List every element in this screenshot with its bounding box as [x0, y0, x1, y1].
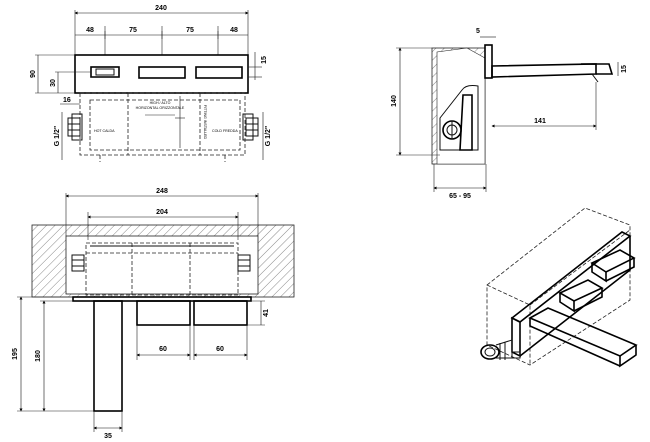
- dim-140: 140: [391, 95, 398, 107]
- dim-240: 240: [155, 5, 167, 12]
- note-high-alto: HIGH / ALTO: [150, 101, 171, 105]
- dim-15: 15: [261, 56, 268, 64]
- dim-48-left: 48: [86, 27, 94, 34]
- spout-front: [93, 300, 123, 412]
- note-hot: HOT CALDA: [94, 129, 115, 133]
- dim-35: 35: [104, 433, 112, 440]
- dim-204: 204: [156, 209, 168, 216]
- dim-60-left: 60: [159, 346, 167, 353]
- inlet-left: [67, 113, 83, 141]
- dim-48-right: 48: [230, 27, 238, 34]
- dim-141: 141: [534, 118, 546, 125]
- note-horizontal: HORIZONTAL ORIZZONTALE: [136, 106, 185, 110]
- wall-view: [17, 193, 295, 432]
- spout-side: [491, 63, 597, 78]
- note-side: FITTING INSTALLED: [203, 105, 207, 140]
- note-cold: COLD FREDDA: [212, 129, 238, 133]
- dim-65-95: 65 - 95: [449, 193, 471, 200]
- dim-180: 180: [35, 350, 42, 362]
- handle-front-left: [136, 300, 191, 326]
- dim-16: 16: [63, 97, 71, 104]
- front-view: [35, 10, 264, 162]
- handle-slot-right: [195, 66, 243, 79]
- thread-right: G 1/2": [265, 126, 272, 146]
- dim-75-right: 75: [186, 27, 194, 34]
- dim-5: 5: [476, 28, 480, 35]
- inlet-right: [242, 113, 259, 141]
- iso-handle-left: [558, 279, 604, 302]
- installation-notes: HOT CALDA COLD FREDDA HIGH / ALTO HORIZO…: [94, 101, 238, 140]
- iso-inlet: [480, 339, 513, 360]
- thread-left: G 1/2": [54, 126, 61, 146]
- wall-inlet-right: [237, 254, 251, 272]
- handle-slot-left: [138, 66, 186, 79]
- front-plate: [74, 54, 249, 94]
- dim-195: 195: [12, 348, 19, 360]
- dim-60-right: 60: [216, 346, 224, 353]
- dim-248: 248: [156, 188, 168, 195]
- side-section: [396, 36, 619, 192]
- side-plate: [484, 44, 493, 79]
- dim-30: 30: [50, 79, 57, 87]
- isometric-view: [480, 207, 638, 368]
- dim-41: 41: [263, 309, 270, 317]
- dim-15-side: 15: [621, 65, 628, 73]
- dim-75-left: 75: [129, 27, 137, 34]
- dimension-labels: 240 48 75 75 48 90 30 15 16 G 1/2" G 1/2…: [12, 5, 628, 440]
- wall-inlet-left: [71, 254, 85, 272]
- dim-90: 90: [30, 70, 37, 78]
- handle-front-right: [193, 300, 248, 326]
